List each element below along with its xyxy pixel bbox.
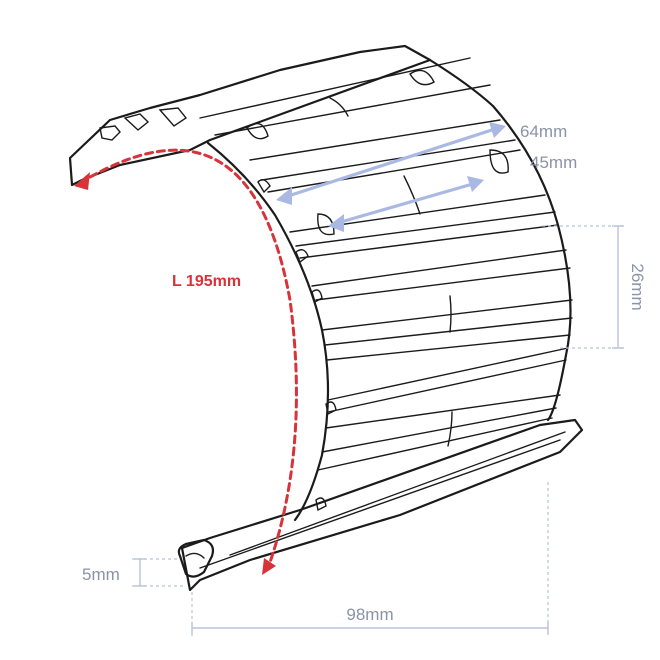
top-hook: [68, 44, 432, 187]
height-label: 26mm: [628, 263, 647, 310]
inner-curved-face: [206, 141, 330, 522]
outer-notch-lower: [317, 213, 335, 236]
width-inner-arrow: [332, 181, 478, 226]
width-arrows: 64mm 45mm: [276, 122, 577, 232]
lip-dimension: 5mm: [82, 558, 186, 587]
depth-label: 98mm: [346, 605, 393, 624]
inner-slots: [257, 179, 337, 512]
depth-dimension: 98mm: [191, 482, 549, 636]
longitudinal-ribs: [199, 57, 573, 471]
width-top-arrow: [280, 126, 500, 200]
bottom-hook: [177, 538, 215, 578]
arc-length-label: L 195mm: [172, 273, 241, 290]
profile-body: [68, 44, 584, 592]
arc-arrowhead-bottom: [262, 558, 276, 575]
height-dimension: 26mm: [542, 225, 647, 349]
outer-curved-face: [428, 58, 572, 422]
width-top-label: 64mm: [520, 122, 567, 141]
arc-length-indicator: L 195mm: [74, 148, 298, 575]
top-notch: [246, 122, 269, 140]
bottom-bar: [180, 418, 584, 592]
width-inner-label: 45mm: [530, 153, 577, 172]
face-slots: [329, 97, 453, 447]
lip-label: 5mm: [82, 565, 120, 584]
outer-notch-upper: [489, 149, 509, 174]
arc-length-curve: [78, 148, 298, 570]
arc-arrowhead-top: [74, 172, 90, 190]
